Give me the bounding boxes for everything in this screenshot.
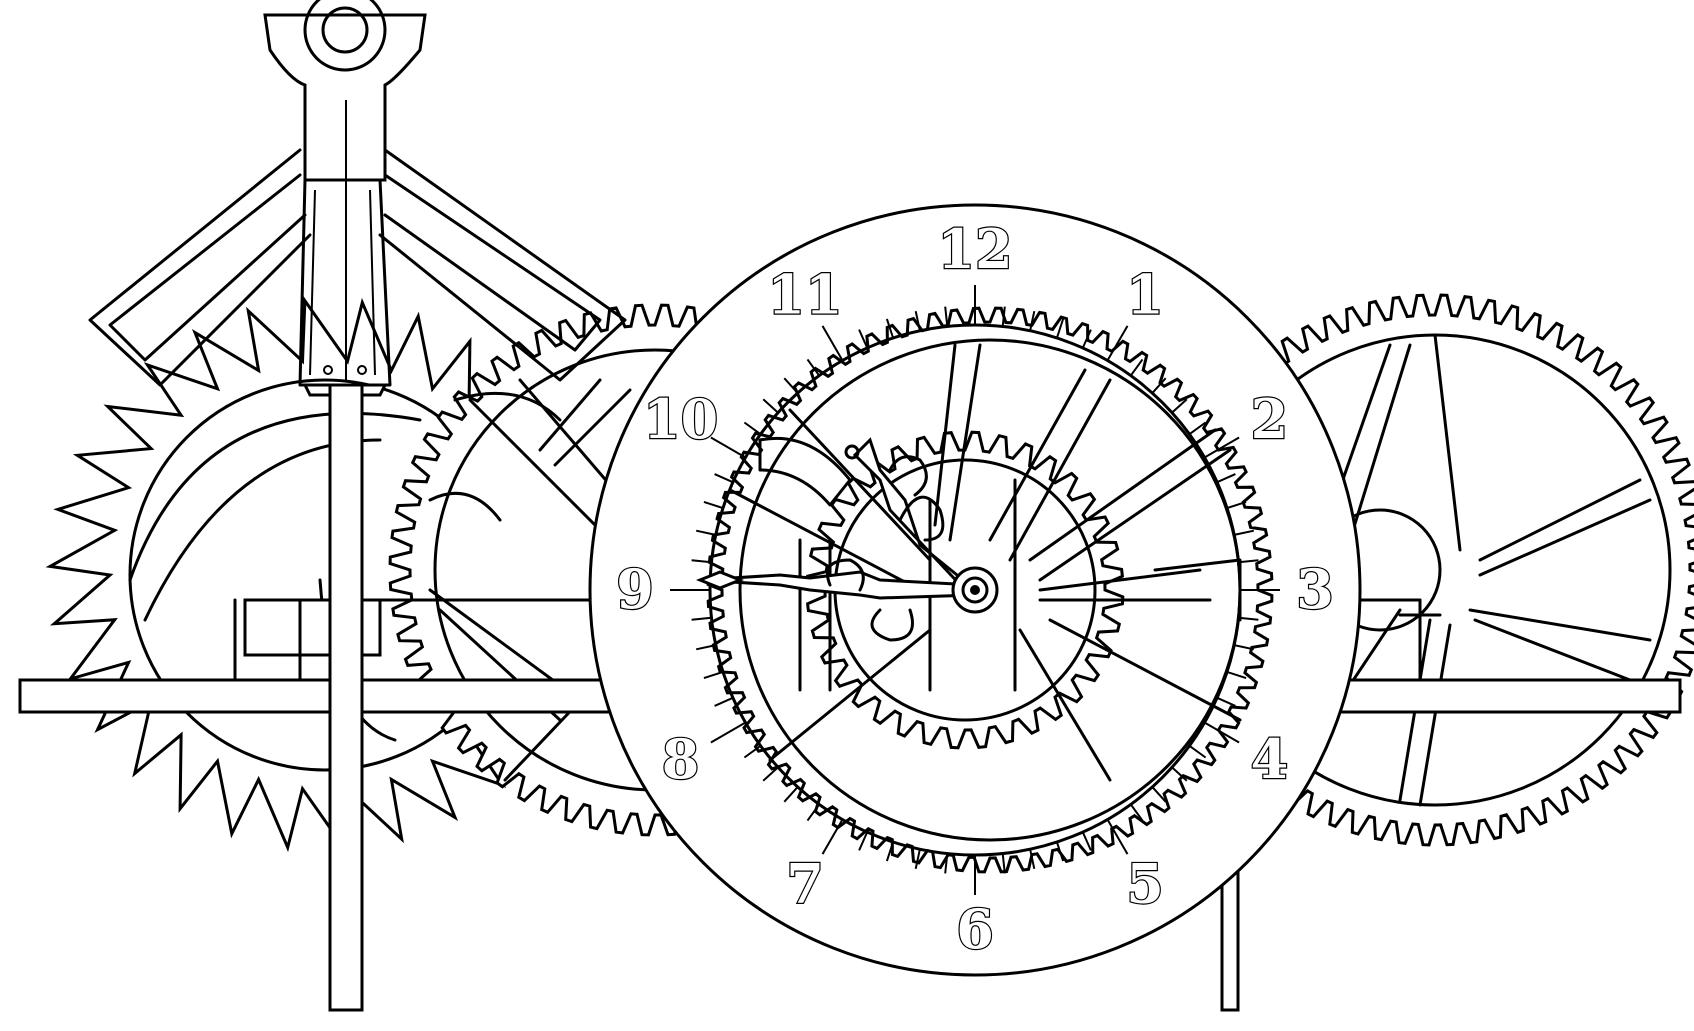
minute-tick (858, 831, 869, 851)
minute-tick (1129, 803, 1144, 822)
numeral-3: 3 (1296, 557, 1334, 621)
numeral-10: 10 (643, 387, 718, 451)
minute-tick (714, 473, 734, 484)
hour-hand (852, 437, 984, 595)
minute-tick (1129, 358, 1144, 377)
minute-tick (1216, 473, 1236, 484)
minute-tick (806, 358, 821, 377)
minute-tick (710, 721, 747, 744)
minute-tick (858, 329, 869, 349)
numeral-7: 7 (786, 851, 824, 915)
minute-tick (1029, 310, 1036, 332)
minute-tick (821, 325, 844, 362)
minute-tick (743, 421, 762, 436)
numeral-11: 11 (767, 263, 842, 327)
inner-wheels (706, 306, 1274, 874)
minute-tick (1233, 529, 1255, 536)
minute-tick (1151, 377, 1167, 394)
numeral-2: 2 (1251, 387, 1289, 451)
minute-tick (1238, 559, 1259, 564)
minute-tick (914, 848, 921, 870)
minute-tick (1001, 853, 1006, 874)
minute-tick (783, 786, 799, 803)
numeral-8: 8 (662, 727, 700, 791)
minute-tick (762, 398, 779, 414)
minute-tick (1171, 766, 1188, 782)
numeral-1: 1 (1126, 263, 1164, 327)
minute-tick (1055, 318, 1065, 339)
minute-tick (885, 318, 895, 339)
right-support-rod (1220, 868, 1240, 1012)
minute-tick (710, 436, 747, 459)
minute-tick (762, 766, 779, 782)
minute-tick (1216, 696, 1236, 707)
minute-tick (691, 616, 712, 621)
numeral-9: 9 (616, 557, 654, 621)
minute-tick (1188, 744, 1207, 759)
minute-tick (944, 306, 949, 327)
minute-tick (1151, 786, 1167, 803)
minute-tick (1171, 398, 1188, 414)
numeral-5: 5 (1126, 851, 1164, 915)
clock-hands (695, 437, 999, 642)
minute-tick (703, 500, 724, 510)
minute-tick (1188, 421, 1207, 436)
minute-tick (1203, 436, 1240, 459)
numeral-4: 4 (1251, 727, 1289, 791)
minute-tick (1226, 670, 1247, 680)
numeral-6: 6 (956, 897, 994, 961)
minute-tick (1238, 616, 1259, 621)
pendulum-rod (328, 100, 364, 1012)
minute-tick (1106, 818, 1129, 855)
minute-tick (714, 696, 734, 707)
minute-tick (1081, 831, 1092, 851)
numeral-12: 12 (937, 217, 1012, 281)
minute-tick (1106, 325, 1129, 362)
